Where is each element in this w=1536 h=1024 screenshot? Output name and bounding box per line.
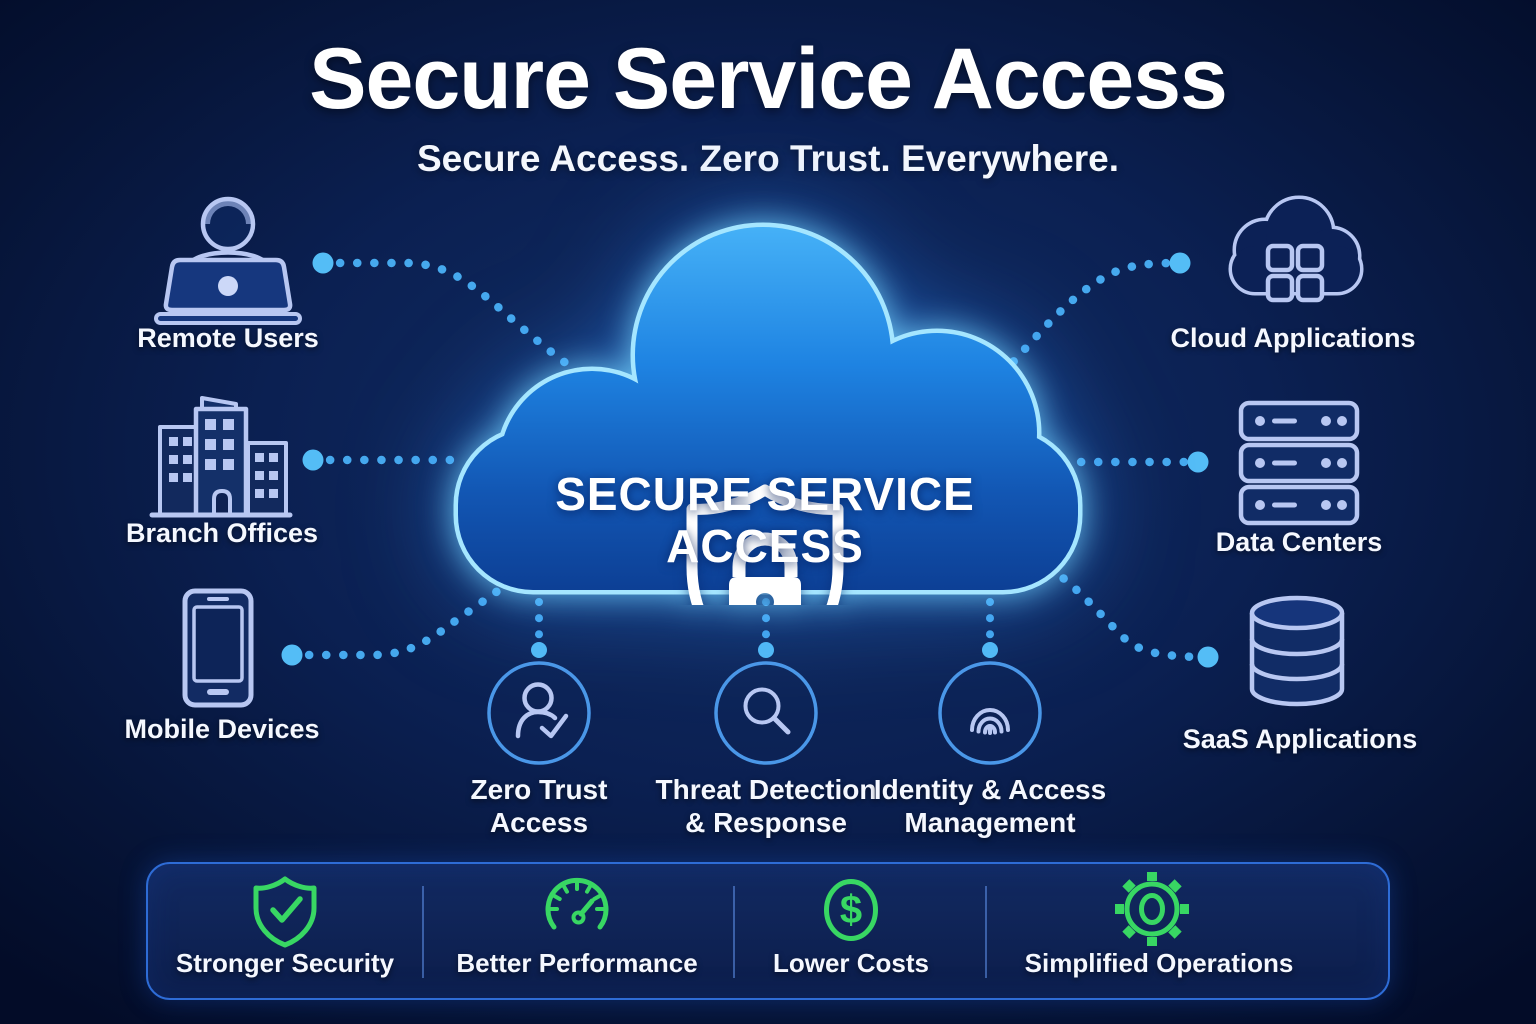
bar-divider: [733, 886, 735, 978]
page-title: Secure Service Access: [309, 31, 1228, 127]
svg-text:$: $: [840, 888, 862, 932]
endpoint-dot: [1197, 646, 1219, 668]
benefit-label-operations: Simplified Operations: [1024, 948, 1294, 978]
data-center-icon: [1238, 400, 1360, 526]
bar-divider: [985, 886, 987, 978]
endpoint-dot: [531, 642, 547, 658]
saas-database-icon: [1249, 595, 1345, 707]
endpoint-dot: [758, 642, 774, 658]
endpoint-dot: [281, 644, 303, 666]
shield-lock-icon: [686, 484, 844, 605]
source-label-branch-offices: Branch Offices: [125, 518, 319, 548]
connector-remote-users: [318, 258, 599, 388]
destination-label-cloud-apps: Cloud Applications: [1170, 323, 1416, 353]
endpoint-dot: [312, 252, 334, 274]
source-label-remote-users: Remote Users: [137, 323, 319, 353]
capability-label-zero-trust: Zero Trust Access: [470, 774, 608, 838]
page-subtitle: Secure Access. Zero Trust. Everywhere.: [417, 138, 1119, 179]
magnifier-icon: [714, 661, 818, 765]
remote-user-icon: [154, 196, 302, 325]
dollar-icon: $: [824, 879, 878, 941]
bar-divider: [422, 886, 424, 978]
cloud-body: [458, 227, 1078, 590]
mobile-device-icon: [182, 588, 254, 708]
source-label-mobile-devices: Mobile Devices: [124, 714, 320, 744]
branch-office-icon: [149, 396, 293, 518]
cloud-title-line2: ACCESS: [666, 520, 864, 572]
connector-cloud-apps: [997, 258, 1183, 379]
endpoint-dot: [982, 642, 998, 658]
endpoint-dot: [1169, 252, 1191, 274]
cloud-title-line1: SECURE SERVICE: [555, 468, 975, 520]
connector-saas: [1045, 563, 1211, 662]
benefits-bar: [146, 862, 1390, 1000]
destination-label-data-centers: Data Centers: [1215, 527, 1383, 557]
connector-mobile-devices: [287, 576, 517, 660]
capability-label-identity: Identity & Access Management: [873, 774, 1107, 838]
cloud-title: SECURE SERVICE ACCESS: [455, 468, 1075, 572]
benefit-label-security: Stronger Security: [175, 948, 395, 978]
benefit-label-performance: Better Performance: [456, 948, 698, 978]
gear-icon: [1115, 872, 1189, 946]
user-check-icon: [487, 661, 591, 765]
speedometer-icon: [545, 877, 609, 930]
shield-check-icon: [253, 876, 317, 948]
endpoint-dot: [302, 449, 324, 471]
endpoint-dot: [1187, 451, 1209, 473]
benefit-label-costs: Lower Costs: [772, 948, 930, 978]
cloud-apps-icon: [1228, 195, 1364, 303]
fingerprint-icon: [938, 661, 1042, 765]
capability-label-threat-detection: Threat Detection & Response: [655, 774, 877, 838]
destination-label-saas: SaaS Applications: [1182, 724, 1418, 754]
central-cloud: [442, 205, 1092, 605]
